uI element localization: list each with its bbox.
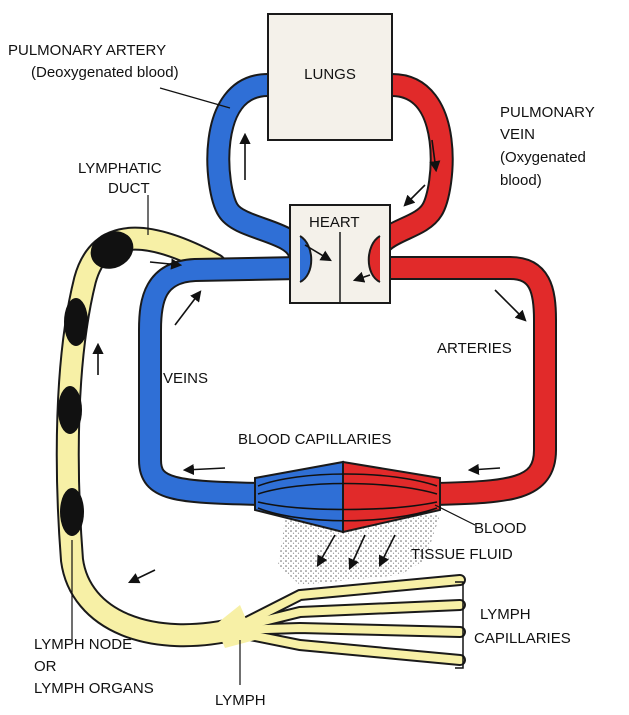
tissue-fluid-label: TISSUE FLUID (411, 546, 513, 564)
lymph-node-label-2: OR (34, 658, 57, 676)
lymph-capillaries-label-1: LYMPH (480, 606, 531, 624)
veins-label: VEINS (163, 370, 208, 388)
lymph-capillaries-label-2: CAPILLARIES (474, 630, 571, 648)
lymphatic-duct-label-2: DUCT (108, 180, 150, 198)
lymph-node (60, 488, 84, 536)
heart-label: HEART (309, 214, 360, 232)
oxygenated-label-1: (Oxygenated (500, 149, 586, 167)
arteries-vessel (375, 268, 545, 494)
lymph-vessels (68, 239, 460, 660)
deoxygenated-label: (Deoxygenated blood) (31, 64, 179, 82)
lymph-node-label-3: LYMPH ORGANS (34, 680, 154, 698)
lymphatic-duct-label-1: LYMPHATIC (78, 160, 162, 178)
lymph-node (58, 386, 82, 434)
pulmonary-vein-label-1: PULMONARY (500, 104, 595, 122)
oxygenated-label-2: blood) (500, 172, 542, 190)
pulmonary-vein-label-2: VEIN (500, 126, 535, 144)
blood-label: BLOOD (474, 520, 527, 538)
blood-capillaries-label: BLOOD CAPILLARIES (238, 431, 391, 449)
pulmonary-artery-label: PULMONARY ARTERY (8, 42, 166, 60)
lymph-node (64, 298, 88, 346)
lymph-node-label-1: LYMPH NODE (34, 636, 132, 654)
lungs-label: LUNGS (268, 66, 392, 84)
arteries-label: ARTERIES (437, 340, 512, 358)
lymph-label: LYMPH (215, 692, 266, 710)
